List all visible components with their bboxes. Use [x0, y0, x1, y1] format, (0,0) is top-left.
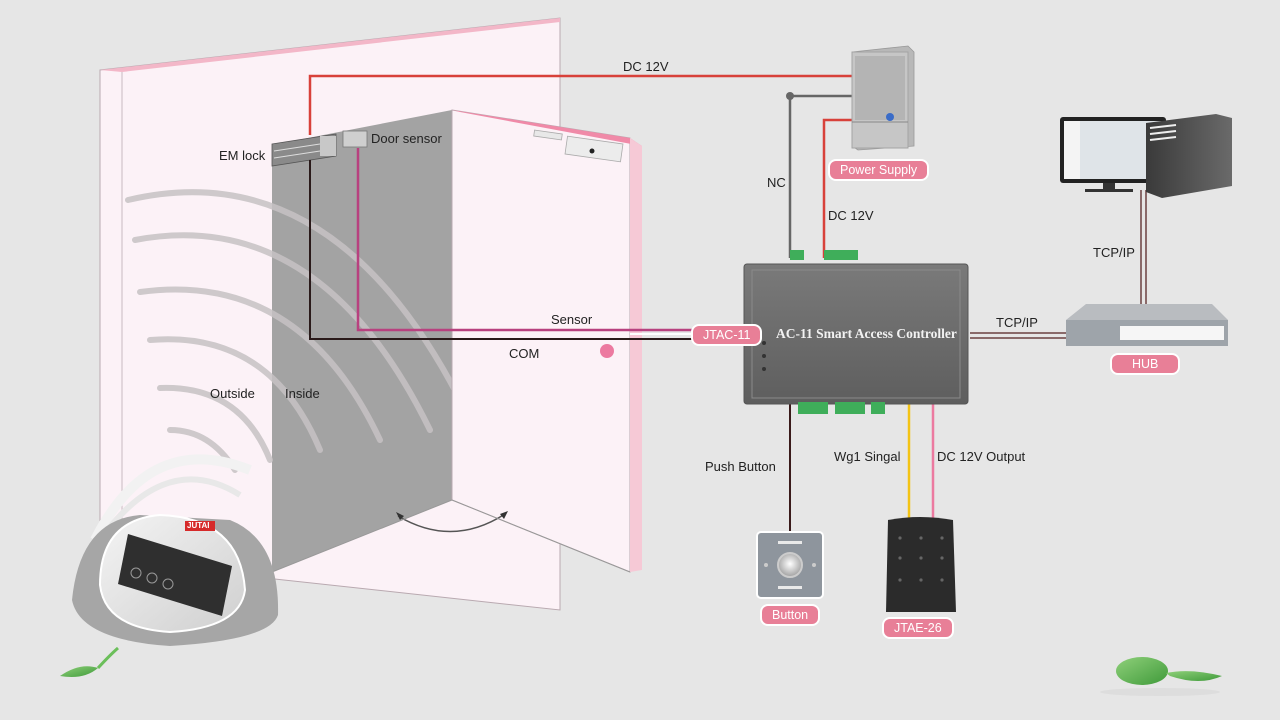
label-push-button: Push Button [705, 459, 776, 474]
swing-arrow-icon [271, 499, 631, 573]
hub-icon [1066, 304, 1228, 346]
brand-logo: JUTAI [187, 521, 210, 530]
label-wg1-signal: Wg1 Singal [834, 449, 901, 464]
leaf-decoration-right [1100, 657, 1222, 696]
label-door-sensor: Door sensor [371, 131, 442, 146]
tag-jtae-26: JTAE-26 [884, 619, 952, 637]
label-tcpip-hub: TCP/IP [996, 315, 1038, 330]
computer-icon [1060, 114, 1232, 198]
label-com: COM [509, 346, 540, 361]
em-lock-icon [271, 133, 337, 167]
card-reader-icon [886, 517, 956, 612]
label-outside: Outside [210, 386, 255, 401]
tag-hub: HUB [1112, 355, 1179, 373]
wires [308, 74, 1147, 536]
label-inside: Inside [285, 386, 320, 401]
door-sensor-dot [600, 344, 614, 358]
wire-com [309, 160, 740, 340]
label-em-lock: EM lock [219, 148, 266, 163]
label-dc12v-top: DC 12V [623, 59, 669, 74]
tag-power-supply: Power Supply [830, 161, 928, 179]
wire-sensor [356, 148, 740, 332]
label-dc12v-ctrl: DC 12V [828, 208, 874, 223]
tag-button: Button [762, 606, 819, 624]
leaf-decoration-left [60, 646, 119, 677]
wire-dc12v-lock [308, 74, 852, 135]
controller-name: AC-11 Smart Access Controller [776, 326, 957, 341]
door-leaf [451, 109, 642, 573]
mobile-controller-device [72, 454, 279, 646]
rf-waves [125, 189, 473, 473]
label-nc: NC [767, 175, 786, 190]
label-dc12v-output: DC 12V Output [937, 449, 1026, 464]
wire-dc12v-ctrl [822, 118, 852, 258]
door-sensor-icon [342, 130, 368, 148]
power-supply-icon [851, 45, 915, 151]
label-sensor: Sensor [551, 312, 593, 327]
push-button-icon [756, 531, 824, 599]
tag-jtac-11: JTAC-11 [693, 326, 761, 344]
label-tcpip-pc: TCP/IP [1093, 245, 1135, 260]
